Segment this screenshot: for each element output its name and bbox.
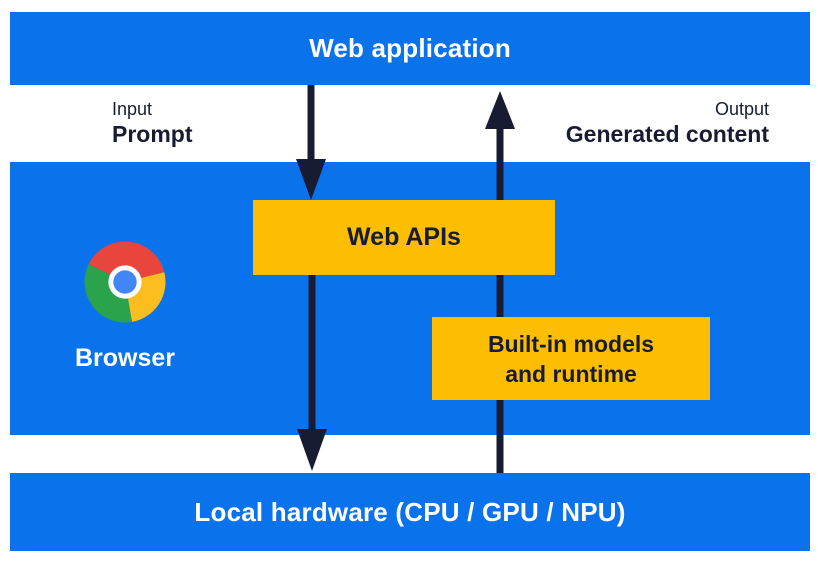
local-hardware-label: Local hardware (CPU / GPU / NPU) (194, 496, 626, 527)
builtin-models-box: Built-in models and runtime (432, 317, 710, 400)
chrome-icon-blue-center (113, 270, 137, 294)
chrome-browser-icon (84, 241, 166, 323)
browser-label: Browser (74, 344, 176, 372)
output-label: Generated content (565, 121, 769, 147)
layer-local-hardware: Local hardware (CPU / GPU / NPU) (10, 473, 810, 551)
chrome-icon-red-segment (88, 241, 165, 282)
web-application-label: Web application (309, 33, 511, 63)
web-apis-label: Web APIs (347, 223, 461, 251)
builtin-models-label-line2: and runtime (505, 360, 637, 387)
chrome-icon-green-segment (84, 264, 133, 323)
input-label: Prompt (112, 121, 193, 147)
builtin-models-label-line1: Built-in models (487, 330, 655, 357)
output-annotation: Output Generated content (566, 100, 769, 146)
input-down-arrow-lower (297, 275, 327, 471)
input-caption: Input (112, 99, 153, 119)
input-down-arrow-upper (296, 85, 326, 200)
output-caption: Output (714, 99, 769, 119)
web-apis-box: Web APIs (253, 200, 555, 275)
input-annotation: Input Prompt (112, 100, 193, 146)
output-up-arrow (485, 91, 515, 473)
layer-web-application: Web application (10, 12, 810, 85)
